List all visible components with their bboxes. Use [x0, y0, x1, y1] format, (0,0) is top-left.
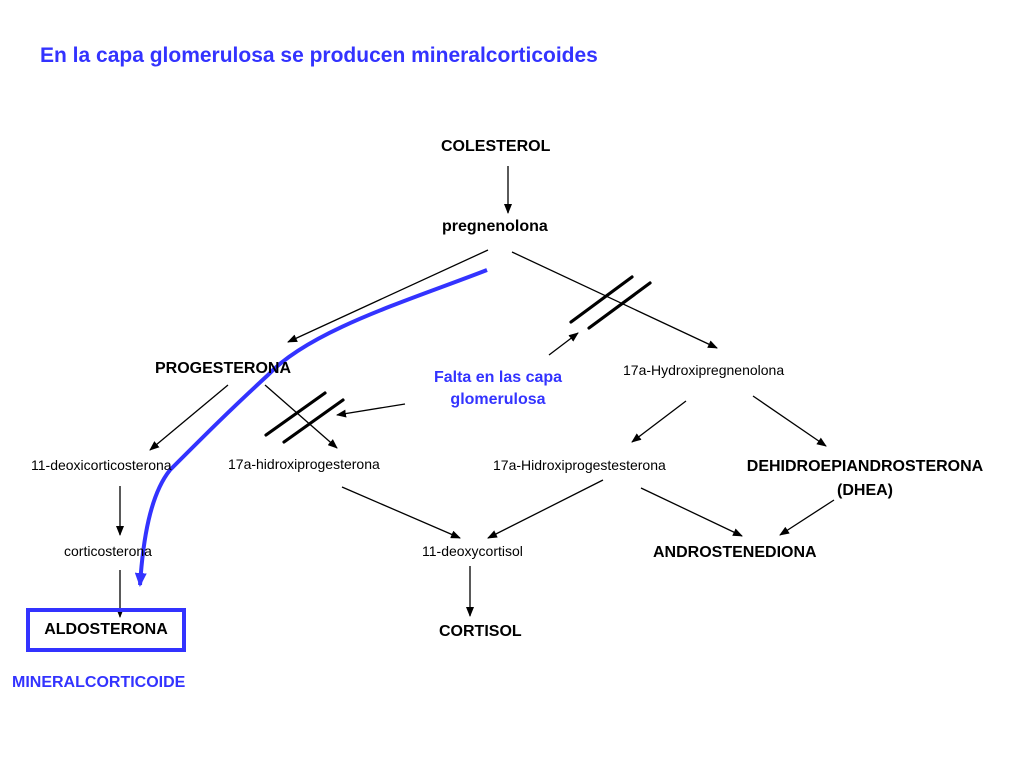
arrow-hidroxiprogesterona-deoxycortisol	[341, 486, 461, 539]
arrow-progesterona-deoxicorticosterona	[149, 384, 229, 451]
node-pregnenolona: pregnenolona	[442, 218, 548, 235]
node-dhea-abbr: (DHEA)	[837, 482, 893, 499]
note-falta-capa-glomerulosa: Falta en las capa glomerulosa	[408, 367, 588, 411]
node-dhea-name: DEHIDROEPIANDROSTERONA	[746, 458, 984, 475]
pointer-note-upper-block	[548, 332, 579, 356]
node-cortisol: CORTISOL	[439, 623, 522, 640]
arrow-pregnenolona-progesterona	[287, 249, 489, 343]
pointer-note-lower-block	[336, 403, 406, 418]
note-line-2: glomerulosa	[450, 391, 546, 408]
node-progesterona: PROGESTERONA	[155, 360, 292, 377]
node-dhea: DEHIDROEPIANDROSTERONA (DHEA)	[718, 455, 1012, 503]
node-deoxicorticosterona: 11-deoxicorticosterona	[31, 457, 172, 473]
arrow-hidroxiprogestesterona-androstenediona	[640, 487, 743, 537]
node-androstenediona: ANDROSTENEDIONA	[653, 544, 817, 561]
block-bar-lower-1	[264, 391, 327, 437]
node-colesterol: COLESTEROL	[441, 138, 551, 155]
arrow-hidroxipregnenolona-dhea	[752, 395, 827, 447]
arrow-hidroxiprogestesterona-deoxycortisol	[487, 479, 604, 539]
node-hidroxiprogestesterona: 17a-Hidroxiprogestesterona	[493, 457, 666, 473]
block-bar-upper-1	[569, 275, 634, 324]
node-hidroxiprogesterona: 17a-hidroxiprogesterona	[228, 456, 380, 472]
glomerulosa-pathway-curve	[134, 268, 488, 587]
node-aldosterona: ALDOSTERONA	[44, 621, 168, 638]
arrow-pregnenolona-hidroxipregnenolona	[511, 251, 718, 349]
node-corticosterona: corticosterona	[64, 543, 152, 559]
footer-mineralcorticoide: MINERALCORTICOIDE	[12, 674, 186, 691]
arrow-dhea-androstenediona	[779, 499, 835, 536]
block-bar-upper-2	[587, 281, 652, 330]
arrow-hidroxipregnenolona-hidroxiprogestesterona	[631, 400, 687, 443]
arrow-progesterona-hidroxiprogesterona	[264, 384, 338, 449]
node-hidroxipregnenolona: 17a-Hydroxipregnenolona	[623, 362, 785, 378]
node-aldosterona-box: ALDOSTERONA	[26, 608, 186, 652]
slide-title: En la capa glomerulosa se producen miner…	[40, 44, 598, 67]
node-deoxycortisol: 11-deoxycortisol	[422, 543, 523, 559]
block-bar-lower-2	[282, 398, 345, 444]
note-line-1: Falta en las capa	[433, 369, 563, 386]
